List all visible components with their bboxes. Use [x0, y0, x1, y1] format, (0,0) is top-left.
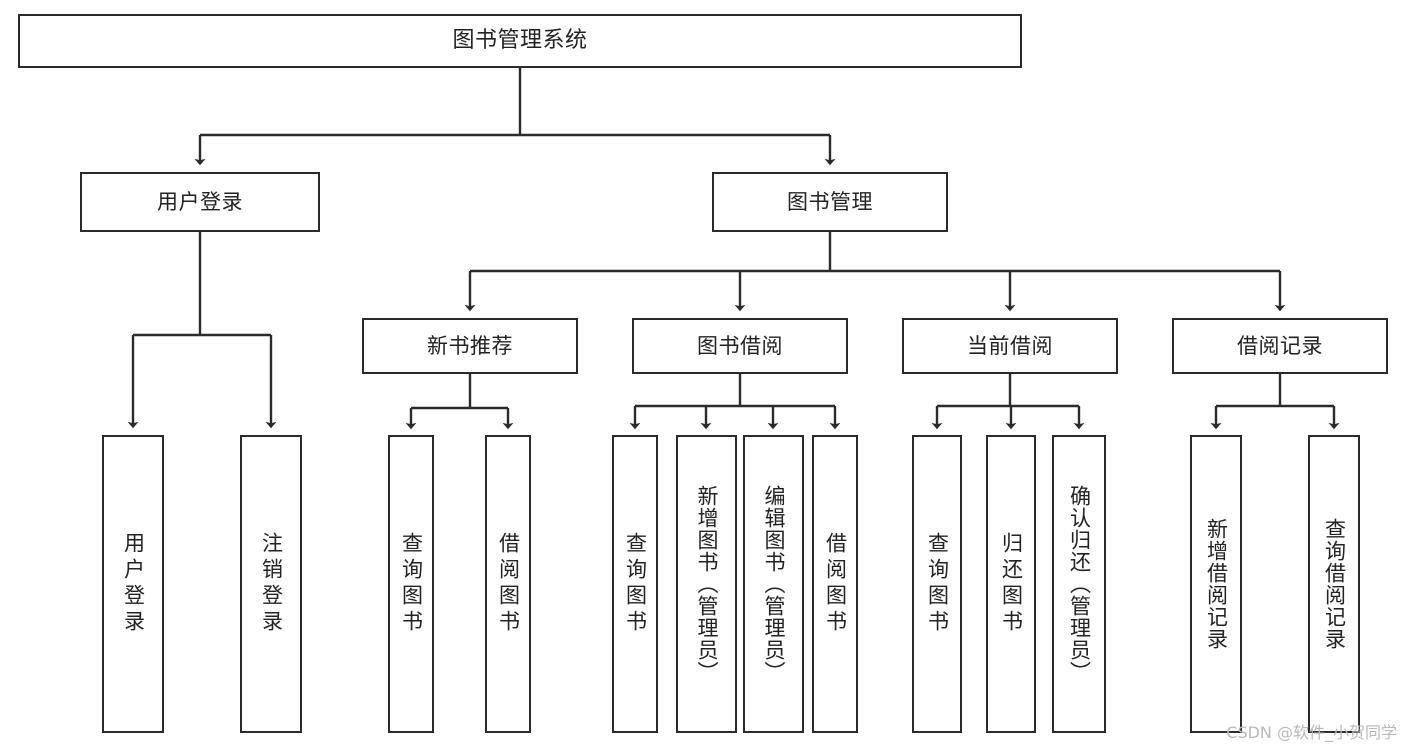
node-label: 归还图书 [999, 532, 1024, 636]
node-label: 当前借阅 [967, 333, 1053, 358]
node-label: 查询图书 [925, 532, 950, 636]
leaf-confirm-return-admin[interactable]: 确认归还（管理员） [1052, 435, 1106, 733]
leaf-add-borrow-record[interactable]: 新增借阅记录 [1190, 435, 1242, 733]
node-label: 借阅记录 [1237, 333, 1323, 358]
leaf-query-book-borrow[interactable]: 查询图书 [612, 435, 658, 733]
node-label: 查询借阅记录 [1322, 518, 1347, 650]
node-label: 借阅图书 [823, 532, 848, 636]
node-label: 用户登录 [121, 532, 146, 636]
watermark-text: CSDN @软件_小贺同学 [1226, 723, 1397, 742]
node-label: 查询图书 [623, 532, 648, 636]
node-label: 注销登录 [259, 532, 284, 636]
node-label: 图书管理系统 [452, 28, 588, 54]
leaf-query-book-newrec[interactable]: 查询图书 [388, 435, 434, 733]
node-label: 编辑图书（管理员） [762, 485, 786, 683]
leaf-edit-book-admin[interactable]: 编辑图书（管理员） [743, 435, 804, 733]
node-book-borrow[interactable]: 图书借阅 [632, 318, 848, 374]
node-label: 查询图书 [399, 532, 424, 636]
node-label: 用户登录 [157, 189, 243, 214]
leaf-user-logout[interactable]: 注销登录 [240, 435, 302, 733]
node-new-book-recommend[interactable]: 新书推荐 [362, 318, 578, 374]
node-book-management[interactable]: 图书管理 [712, 172, 948, 232]
node-label: 确认归还（管理员） [1067, 485, 1092, 683]
node-label: 新增图书（管理员） [695, 485, 719, 683]
leaf-return-book[interactable]: 归还图书 [986, 435, 1036, 733]
node-label: 新增借阅记录 [1204, 518, 1229, 650]
node-label: 新书推荐 [427, 333, 513, 358]
leaf-query-borrow-record[interactable]: 查询借阅记录 [1308, 435, 1360, 733]
node-label: 图书借阅 [697, 333, 783, 358]
node-label: 图书管理 [787, 189, 873, 214]
leaf-lend-book[interactable]: 借阅图书 [812, 435, 858, 733]
leaf-query-book-current[interactable]: 查询图书 [912, 435, 962, 733]
node-root-system[interactable]: 图书管理系统 [18, 14, 1022, 68]
leaf-add-book-admin[interactable]: 新增图书（管理员） [676, 435, 737, 733]
leaf-borrow-book-newrec[interactable]: 借阅图书 [485, 435, 531, 733]
node-borrow-records[interactable]: 借阅记录 [1172, 318, 1388, 374]
node-user-login[interactable]: 用户登录 [80, 172, 320, 232]
node-label: 借阅图书 [496, 532, 521, 636]
node-current-borrow[interactable]: 当前借阅 [902, 318, 1118, 374]
leaf-user-login[interactable]: 用户登录 [102, 435, 164, 733]
